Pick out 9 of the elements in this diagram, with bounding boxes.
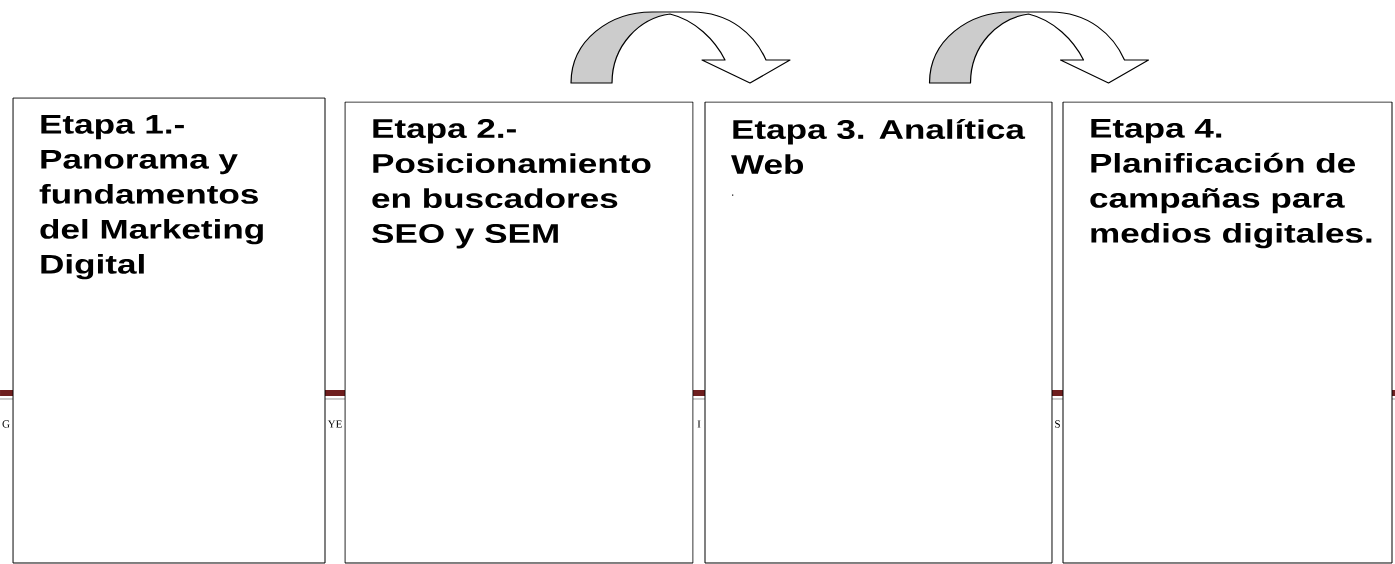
curved-arrow	[928, 11, 1150, 84]
curved-arrow	[570, 11, 791, 84]
header-text: I	[697, 420, 701, 428]
header-text: YE	[327, 420, 342, 428]
stage-box: Etapa 1.- Panorama y fundamentos del Marketing Digital	[12, 97, 326, 564]
stage-box: Etapa 4. Planificación de campañas para medios digitales.	[1062, 101, 1393, 564]
stage-box: Etapa 3. Analítica Web .	[704, 101, 1053, 564]
header-text: S	[1055, 420, 1060, 428]
stage-box: Etapa 2.- Posicionamiento en buscadores SEO y SEM	[344, 101, 694, 564]
